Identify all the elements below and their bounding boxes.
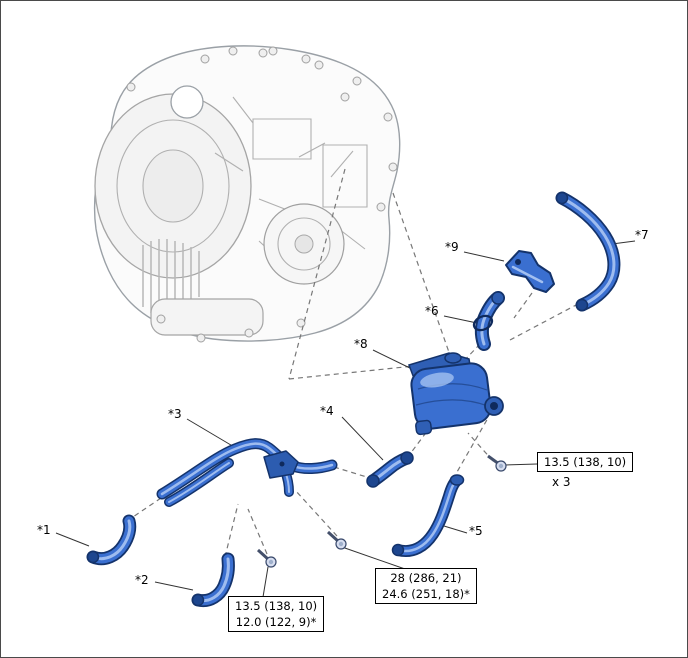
part-6-hose	[472, 291, 505, 351]
torque-spec-box-2: 28 (286, 21) 24.6 (251, 18)*	[375, 568, 477, 604]
cooler-top-port	[444, 352, 462, 364]
assembly-dashed-lines	[126, 168, 579, 558]
part-label-9: *9	[445, 240, 459, 254]
part-3-tube-assembly	[156, 438, 338, 507]
part-2-hose	[191, 552, 235, 608]
cooling-fins	[142, 239, 200, 315]
label-leader-lines	[55, 240, 636, 598]
part-label-1: *1	[37, 523, 51, 537]
bolt-cooler	[487, 454, 507, 472]
torque-spec-box-1: 13.5 (138, 10)	[537, 452, 634, 472]
tube-end-cap	[391, 543, 405, 557]
bolt-head-hex	[498, 463, 504, 469]
tube-highlight	[160, 442, 334, 496]
part-label-2: *2	[135, 573, 149, 587]
part-5-tube	[391, 474, 465, 557]
tube-end-cap	[555, 191, 569, 205]
cooler-bottom-stub	[415, 419, 433, 436]
bell-housing-contour-inner	[116, 119, 230, 253]
hose-end-collar	[400, 451, 414, 465]
part-8-oil-cooler	[408, 352, 504, 436]
torque-value: 13.5 (138, 10)	[544, 455, 627, 469]
cooler-body	[410, 362, 492, 430]
tube-bracket-hole	[279, 461, 285, 467]
end-cover-hub	[294, 234, 314, 254]
torque-alt-value: 24.6 (251, 18)*	[382, 587, 470, 601]
transaxle-line-art	[93, 45, 401, 343]
cooler-right-port-opening	[490, 402, 498, 410]
bolt-union	[326, 530, 347, 550]
hose-end-cap	[191, 593, 205, 607]
torque-value: 13.5 (138, 10)	[235, 599, 318, 613]
part-label-3: *3	[168, 407, 182, 421]
part-label-7: *7	[635, 228, 649, 242]
hose-end-cap	[491, 291, 505, 305]
bracket-body	[505, 250, 555, 293]
torque-alt-value: 12.0 (122, 9)*	[235, 615, 317, 629]
bell-housing-contour-core	[142, 149, 204, 223]
bolt-head-hex	[268, 559, 274, 565]
cooler-highlight	[420, 372, 454, 388]
part-label-6: *6	[425, 304, 439, 318]
hose-highlight	[91, 519, 132, 561]
part-4-hose	[366, 451, 414, 488]
part-label-8: *8	[354, 337, 368, 351]
part-1-hose	[86, 514, 137, 566]
bracket-bolt-hole	[515, 259, 521, 265]
hose-clamp	[472, 314, 494, 332]
part-label-5: *5	[469, 524, 483, 538]
bolt-clamp	[256, 548, 277, 568]
end-cover-ring-inner	[277, 217, 331, 271]
cooler-ridges	[415, 383, 489, 407]
tube-highlight	[396, 479, 458, 553]
part-9-clamp-bracket	[505, 250, 555, 293]
bolt-head-hex	[338, 541, 344, 547]
oil-pan	[150, 298, 264, 336]
tube-end-cap	[575, 298, 589, 312]
filler-opening	[170, 85, 204, 119]
torque-spec-box-3: 13.5 (138, 10) 12.0 (122, 9)*	[228, 596, 325, 632]
bolt-holes	[126, 46, 398, 343]
part-7-tube	[555, 191, 621, 312]
bracket-highlight	[511, 265, 544, 284]
tube-highlight	[560, 196, 616, 307]
hose-end-cap	[86, 550, 100, 564]
hose-highlight	[196, 557, 230, 603]
tube-flared-end	[449, 474, 465, 486]
hose-end-collar	[366, 474, 380, 488]
bolt-quantity-label: x 3	[552, 475, 571, 489]
part-label-4: *4	[320, 404, 334, 418]
torque-value: 28 (286, 21)	[390, 571, 462, 585]
